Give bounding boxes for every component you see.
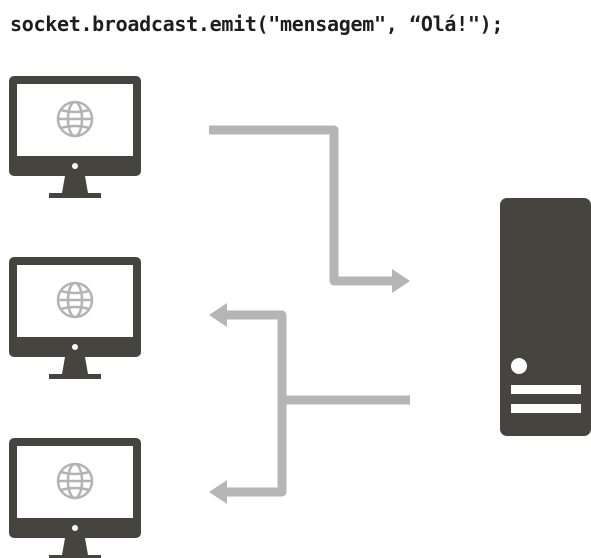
arrow-to-server (209, 125, 394, 286)
server-tower-icon (500, 198, 591, 436)
broadcast-arrow-head-1 (209, 303, 227, 327)
arrow-to-server-head (392, 269, 410, 293)
code-snippet: socket.broadcast.emit("mensagem", “Olá!"… (10, 12, 504, 36)
broadcast-arrows (226, 310, 410, 497)
client-computer-2-icon (7, 255, 143, 381)
client-computer-1-icon (7, 74, 143, 200)
broadcast-arrow-head-2 (209, 480, 227, 504)
client-computer-3-icon (7, 436, 143, 558)
